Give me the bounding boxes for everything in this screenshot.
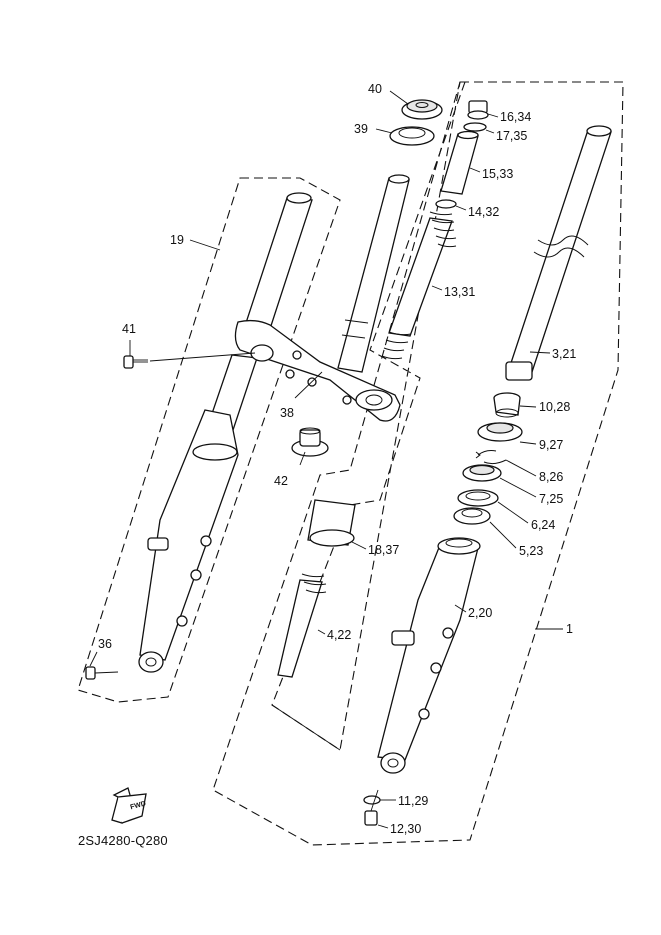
- oil-seal-7: [462, 464, 502, 482]
- callout-19: 19: [170, 233, 184, 247]
- callout-42: 42: [274, 474, 288, 488]
- callout-40: 40: [368, 82, 382, 96]
- callout-6-24: 6,24: [531, 518, 555, 532]
- bolt-36: [85, 666, 119, 680]
- bearing-40: [401, 99, 443, 120]
- slide-metal-9: [477, 422, 523, 442]
- callout-8-26: 8,26: [539, 470, 563, 484]
- callout-1: 1: [566, 622, 573, 636]
- callout-3-21: 3,21: [552, 347, 576, 361]
- o-ring-17: [463, 122, 487, 132]
- callout-38: 38: [280, 406, 294, 420]
- callout-39: 39: [354, 122, 368, 136]
- bolt-12: [364, 789, 379, 826]
- fork-spring-13: [381, 211, 457, 360]
- callout-16-34: 16,34: [500, 110, 531, 124]
- callout-2-20: 2,20: [468, 606, 492, 620]
- left-fork-assembly-outline: [77, 177, 341, 703]
- callout-4-22: 4,22: [327, 628, 351, 642]
- damper-rod-4: [277, 573, 327, 678]
- oil-lock-piece-18: [307, 499, 356, 547]
- diagram-code: 2SJ4280-Q280: [78, 833, 168, 848]
- washer-14: [435, 199, 457, 209]
- callout-12-30: 12,30: [390, 822, 421, 836]
- callout-17-35: 17,35: [496, 129, 527, 143]
- callout-41: 41: [122, 322, 136, 336]
- callout-10-28: 10,28: [539, 400, 570, 414]
- spacer-15: [440, 130, 479, 195]
- callout-36: 36: [98, 637, 112, 651]
- under-bracket: [234, 319, 401, 422]
- callout-18-37: 18,37: [368, 543, 399, 557]
- cap-bolt-16: [467, 100, 489, 120]
- callout-9-27: 9,27: [539, 438, 563, 452]
- callout-11-29: 11,29: [398, 794, 428, 808]
- callout-15-33: 15,33: [482, 167, 513, 181]
- forward-direction-badge: FWD: [111, 787, 147, 824]
- washer-6: [457, 489, 499, 507]
- seal-39: [389, 126, 435, 146]
- dust-seal-5: [453, 507, 491, 525]
- callout-13-31: 13,31: [444, 285, 475, 299]
- callout-5-23: 5,23: [519, 544, 543, 558]
- callout-labels: 40 39 16,34 17,35 15,33 14,32 19 13,31 4…: [98, 82, 576, 836]
- bolt-41: [123, 355, 148, 369]
- callout-14-32: 14,32: [468, 205, 499, 219]
- left-fork-assembly: [138, 192, 313, 673]
- callout-7-25: 7,25: [539, 492, 563, 506]
- outer-tube-2: [377, 537, 481, 774]
- nut-42: [291, 427, 329, 457]
- washer-11: [363, 795, 381, 805]
- circlip-8: [475, 450, 507, 465]
- right-fork-assembly-outline: [212, 81, 624, 846]
- inner-tube-3: [505, 125, 612, 381]
- steering-stem: [337, 174, 410, 373]
- bushing-10: [493, 392, 521, 418]
- fwd-label: FWD: [130, 800, 147, 811]
- leader-lines: [89, 90, 563, 829]
